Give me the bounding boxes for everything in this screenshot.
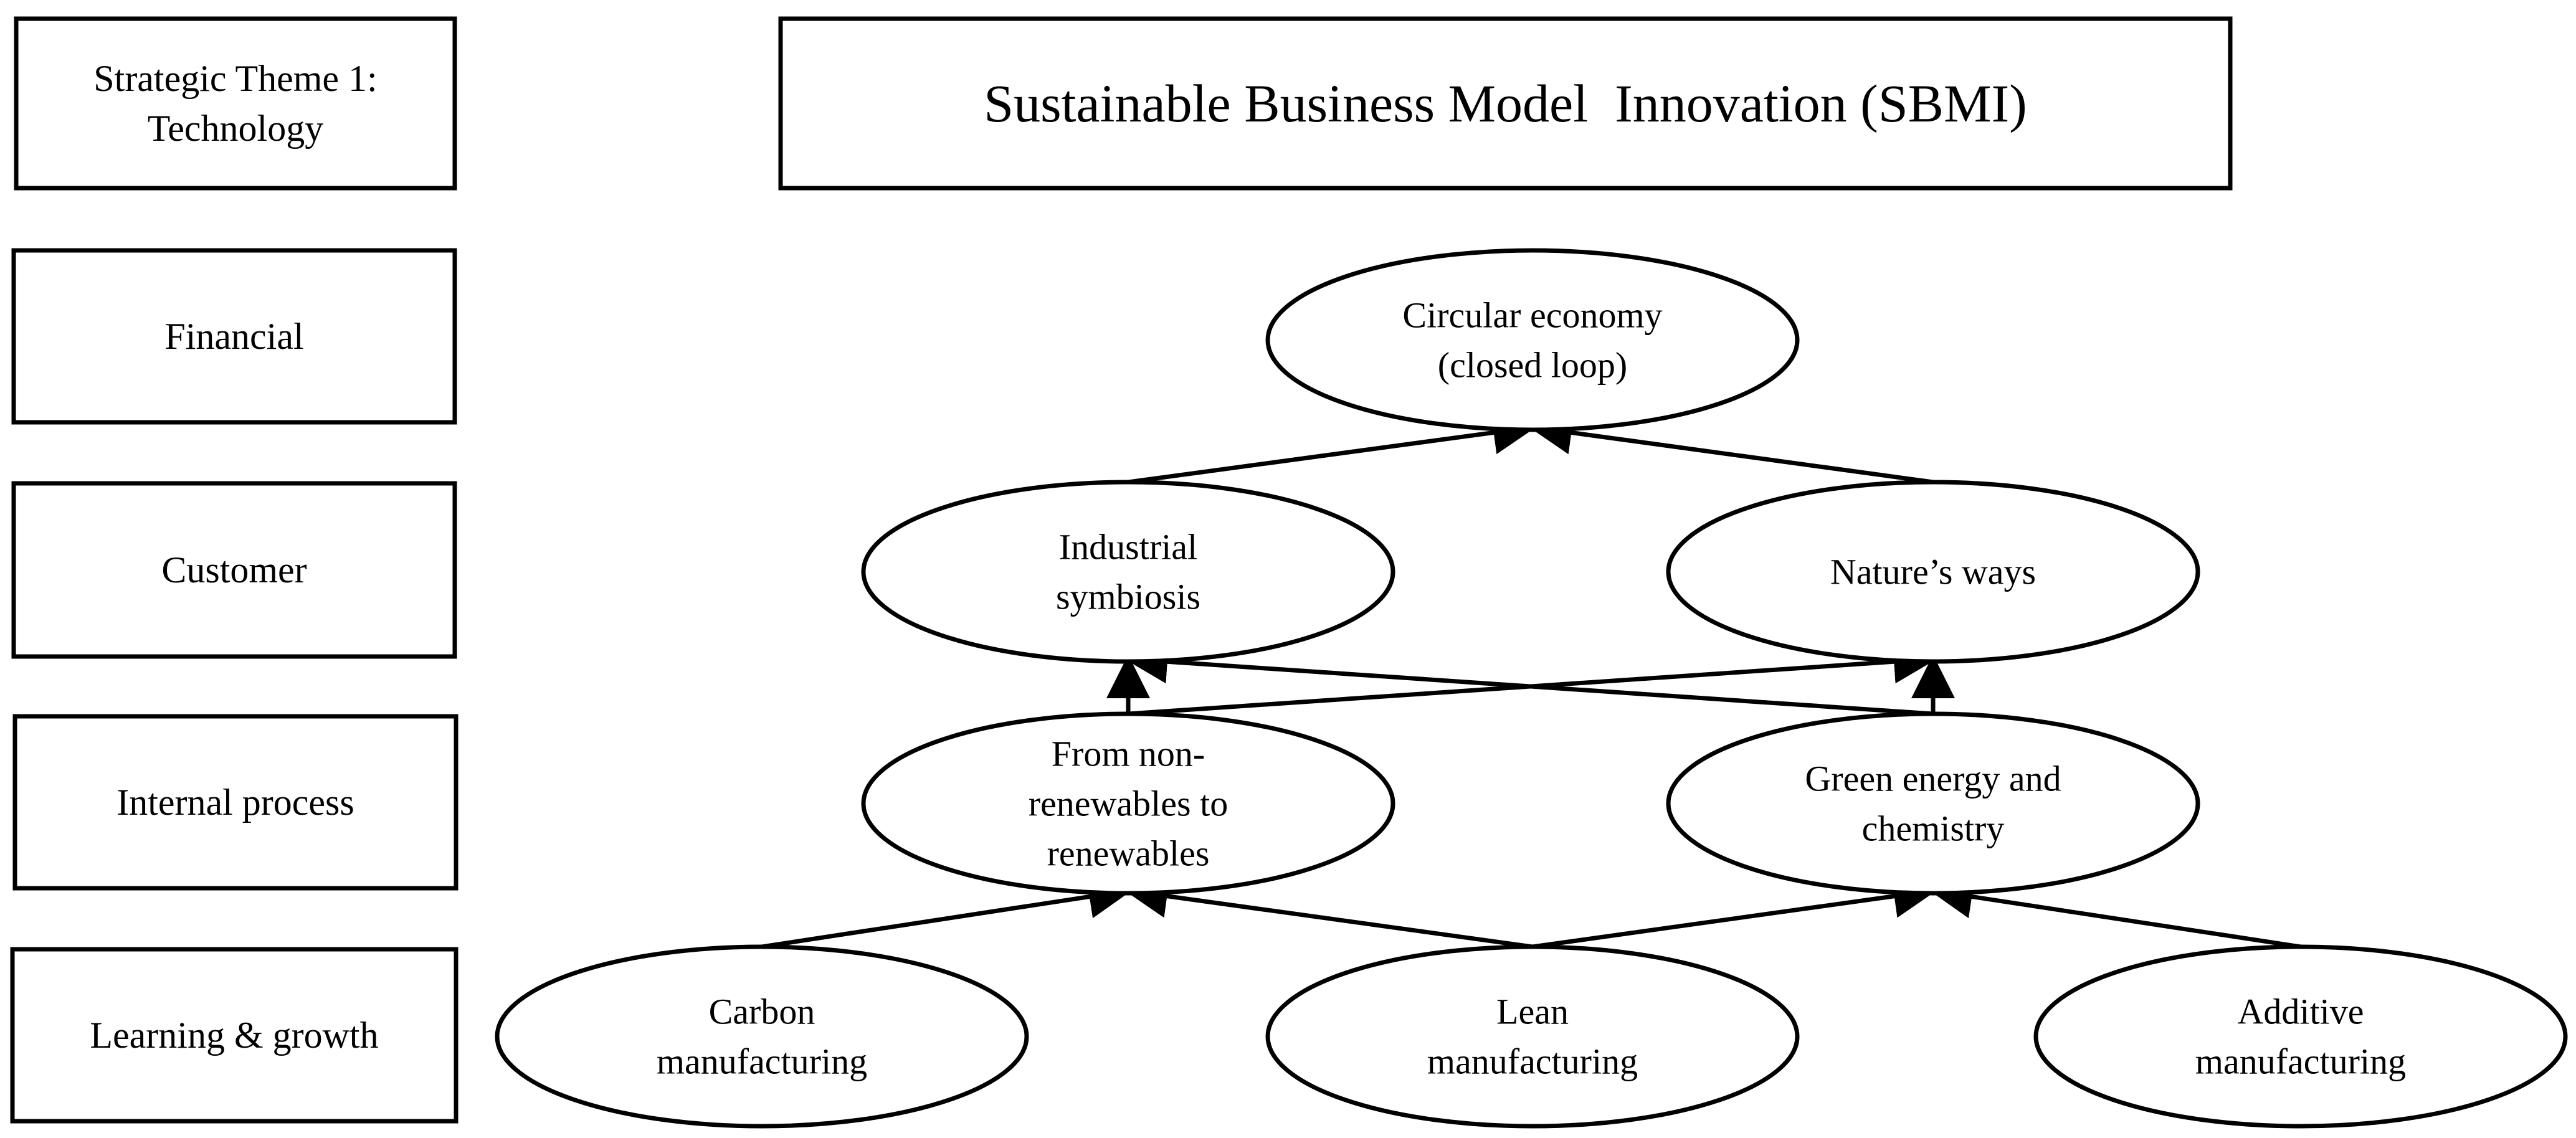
- perspective-theme-box: [14, 16, 457, 191]
- edge-lean-to-green: [1532, 875, 1937, 949]
- node-carbon-label-line-1: Carbon: [709, 992, 815, 1032]
- node-lean-label-line-1: Lean: [1496, 992, 1569, 1032]
- node-circular-ellipse: [1265, 248, 1800, 432]
- perspective-learning-box: [10, 947, 459, 1124]
- sbmi-title-text: Sustainable Business Model Innovation (S…: [984, 73, 2027, 133]
- node-circular: Circular economy (closed loop): [1265, 248, 1800, 432]
- node-circular-label-line-2: (closed loop): [1438, 345, 1627, 386]
- perspective-theme: Strategic Theme 1: Technology: [14, 16, 457, 191]
- node-nature: Nature’s ways: [1666, 480, 2200, 664]
- perspective-financial-box: [11, 248, 457, 425]
- node-additive-label-line-2: manufacturing: [2195, 1041, 2406, 1082]
- edge-green-to-symbiosis: [1124, 640, 1934, 716]
- perspective-internal-label-line-1: Internal process: [116, 782, 354, 823]
- edge-additive-to-green: [1929, 875, 2301, 949]
- nodes-layer: Circular economy (closed loop) Industrial s…: [495, 248, 2568, 1129]
- sbmi-title-box: [778, 16, 2233, 191]
- sbmi-title: Sustainable Business Model Innovation (S…: [778, 16, 2233, 191]
- perspective-theme-label-line-2: Technology: [148, 108, 323, 149]
- node-renewables-label-line-3: renewables: [1047, 833, 1210, 874]
- node-lean-label-line-2: manufacturing: [1427, 1041, 1638, 1082]
- node-additive: Additive manufacturing: [2033, 944, 2568, 1129]
- node-carbon: Carbon manufacturing: [495, 944, 1029, 1129]
- node-renewables-ellipse: [861, 711, 1395, 896]
- node-symbiosis-label-line-1: Industrial: [1059, 527, 1197, 567]
- node-green-label-line-2: chemistry: [1862, 808, 2005, 849]
- node-circular-label-line-1: Circular economy: [1402, 295, 1662, 336]
- node-symbiosis: Industrial symbiosis: [861, 480, 1395, 664]
- edges-layer: [761, 410, 2301, 949]
- node-additive-ellipse: [2033, 944, 2568, 1129]
- edge-carbon-to-renewables: [761, 875, 1133, 949]
- node-renewables-label-line-1: From non-: [1052, 734, 1205, 774]
- node-carbon-ellipse: [495, 944, 1029, 1129]
- perspective-customer: Customer: [11, 481, 457, 659]
- perspective-theme-label-line-1: Strategic Theme 1:: [93, 58, 377, 99]
- node-green-label-line-1: Green energy and: [1805, 759, 2061, 799]
- node-additive-label-line-1: Additive: [2238, 992, 2364, 1032]
- node-symbiosis-ellipse: [861, 480, 1395, 664]
- perspective-internal-box: [12, 714, 459, 891]
- perspective-financial-label-line-1: Financial: [164, 316, 303, 357]
- node-nature-label-line-1: Nature’s ways: [1830, 552, 2036, 592]
- perspective-learning: Learning & growth: [10, 947, 459, 1124]
- node-lean: Lean manufacturing: [1265, 944, 1800, 1129]
- perspective-customer-box: [11, 481, 457, 659]
- node-lean-ellipse: [1265, 944, 1800, 1129]
- node-green: Green energy and chemistry: [1666, 711, 2200, 896]
- perspective-internal: Internal process: [12, 714, 459, 891]
- node-renewables: From non-renewables to renewables: [861, 711, 1395, 896]
- perspective-customer-label-line-1: Customer: [161, 549, 307, 590]
- edge-lean-to-renewables: [1124, 874, 1533, 949]
- perspective-learning-label-line-1: Learning & growth: [90, 1015, 378, 1056]
- node-symbiosis-label-line-2: symbiosis: [1056, 577, 1200, 617]
- node-nature-ellipse: [1666, 480, 2200, 664]
- perspective-financial: Financial: [11, 248, 457, 425]
- node-green-ellipse: [1666, 711, 2200, 896]
- node-carbon-label-line-2: manufacturing: [657, 1041, 867, 1082]
- edge-nature-to-circular: [1528, 410, 1934, 485]
- edge-symbiosis-to-circular: [1128, 410, 1537, 485]
- title-layer: Sustainable Business Model Innovation (S…: [778, 16, 2233, 191]
- perspective-boxes-layer: Strategic Theme 1: TechnologyFinancialCus…: [10, 16, 459, 1124]
- node-renewables-label-line-2: renewables to: [1029, 784, 1228, 824]
